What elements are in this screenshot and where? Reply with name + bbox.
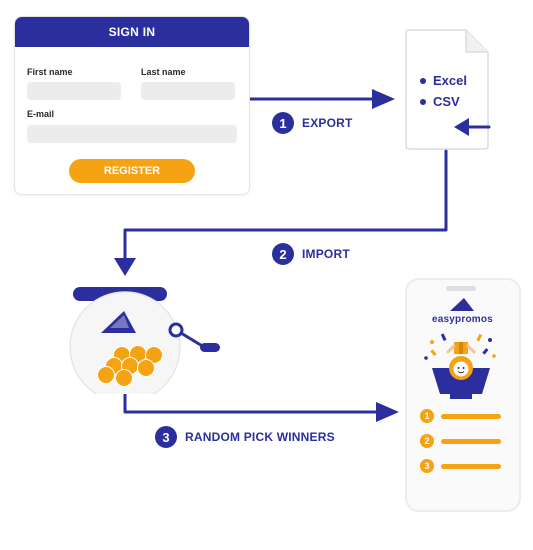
step-number: 1	[272, 112, 294, 134]
rank-badge: 2	[420, 434, 434, 448]
rank-bar	[441, 413, 501, 419]
confetti-icon	[424, 333, 496, 360]
first-name-field[interactable]	[27, 82, 121, 100]
rank-badge: 3	[420, 459, 434, 473]
rank-badge: 1	[420, 409, 434, 423]
format-list: Excel CSV	[420, 70, 467, 112]
step-label: EXPORT	[302, 116, 353, 130]
signin-card: SIGN IN First name Last name E-mail REGI…	[14, 16, 250, 195]
step-number: 2	[272, 243, 294, 265]
rank-row-2: 2	[420, 434, 501, 448]
step-label: RANDOM PICK WINNERS	[185, 430, 335, 444]
rank-row-3: 3	[420, 459, 501, 473]
rank-row-1: 1	[420, 409, 501, 423]
last-name-field[interactable]	[141, 82, 235, 100]
signin-title: SIGN IN	[15, 17, 249, 47]
import-arrow-line	[123, 149, 448, 264]
register-button[interactable]: REGISTER	[69, 159, 195, 183]
first-name-label: First name	[27, 67, 73, 77]
email-label: E-mail	[27, 109, 55, 119]
arrow-down-icon	[114, 258, 136, 276]
rank-bar	[441, 438, 501, 444]
arrow-right-icon	[376, 402, 399, 422]
step-label: IMPORT	[302, 247, 350, 261]
step-random-pick: 3 RANDOM PICK WINNERS	[155, 426, 335, 448]
last-name-label: Last name	[141, 67, 186, 77]
trophy-icon	[424, 333, 496, 399]
phone-speaker	[446, 286, 476, 291]
step-export: 1 EXPORT	[272, 112, 353, 134]
easypromos-logo-icon	[450, 298, 474, 311]
format-item: Excel	[420, 70, 467, 91]
step-number: 3	[155, 426, 177, 448]
brand-name: easypromos	[432, 314, 493, 325]
arrow-right-icon	[372, 89, 395, 109]
lottery-machine-icon	[69, 287, 220, 394]
format-item: CSV	[420, 91, 467, 112]
arrow-left-icon	[454, 118, 491, 136]
rank-bar	[441, 463, 501, 469]
step-import: 2 IMPORT	[272, 243, 350, 265]
email-field[interactable]	[27, 125, 237, 143]
